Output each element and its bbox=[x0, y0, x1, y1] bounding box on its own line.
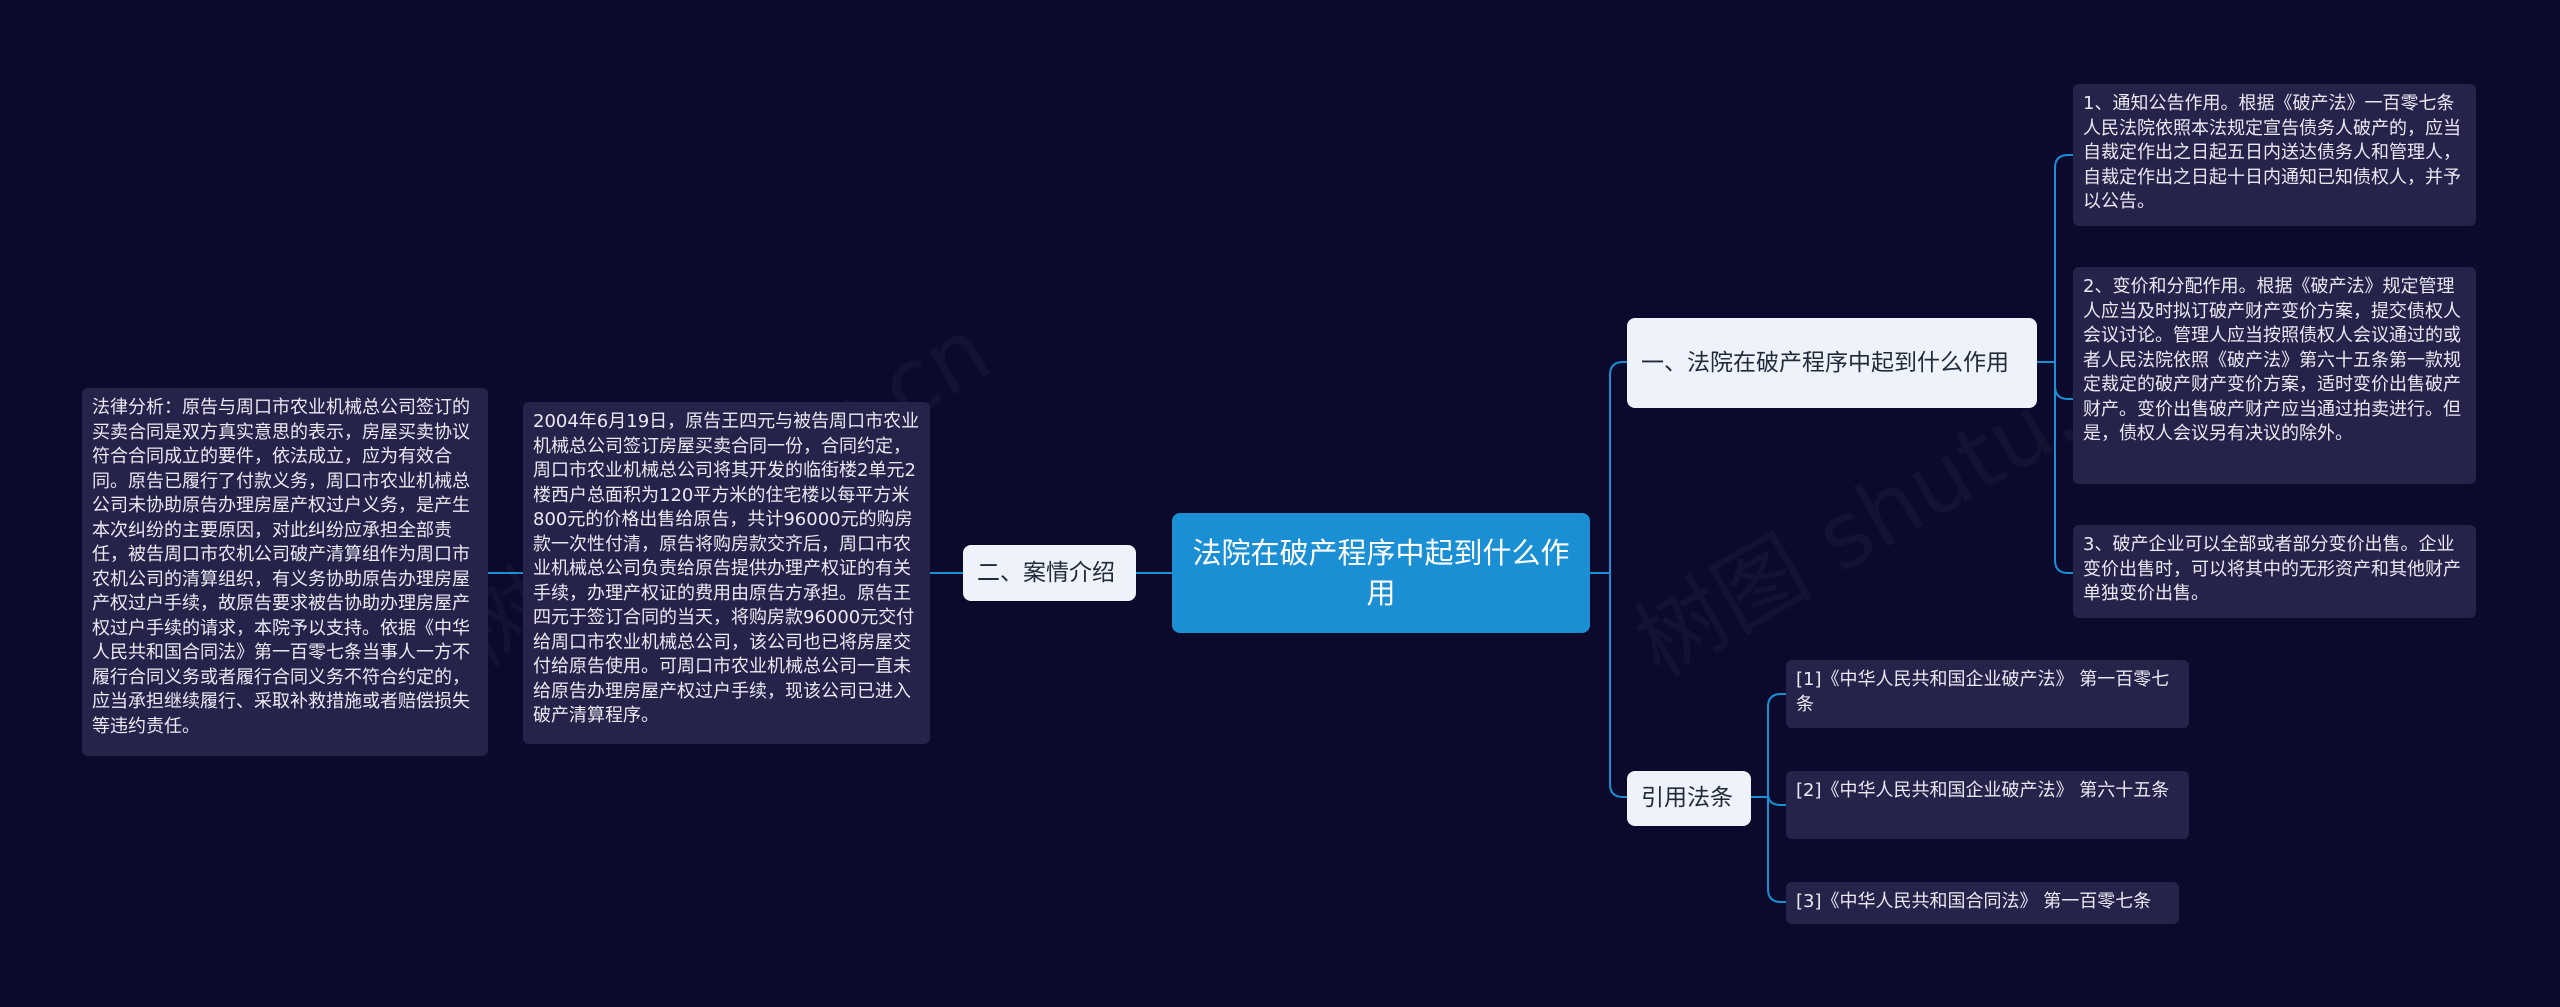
law-item-3[interactable]: [3]《中华人民共和国合同法》 第一百零七条 bbox=[1786, 882, 2179, 924]
case-detail[interactable]: 2004年6月19日，原告王四元与被告周口市农业机械总公司签订房屋买卖合同一份，… bbox=[523, 402, 930, 744]
law-item-1[interactable]: [1]《中华人民共和国企业破产法》 第一百零七条 bbox=[1786, 660, 2189, 728]
connector-laws-trunk bbox=[1767, 693, 1786, 903]
connector-court-role-trunk bbox=[2054, 154, 2073, 574]
branch-laws[interactable]: 引用法条 bbox=[1627, 771, 1751, 826]
law-item-2[interactable]: [2]《中华人民共和国企业破产法》 第六十五条 bbox=[1786, 771, 2189, 839]
branch-court-role[interactable]: 一、法院在破产程序中起到什么作用 bbox=[1627, 318, 2037, 408]
branch-case[interactable]: 二、案情介绍 bbox=[963, 545, 1136, 601]
court-role-item-2[interactable]: 2、变价和分配作用。根据《破产法》规定管理人应当及时拟订破产财产变价方案，提交债… bbox=[2073, 267, 2476, 484]
case-legal-analysis[interactable]: 法律分析：原告与周口市农业机械总公司签订的买卖合同是双方真实意思的表示，房屋买卖… bbox=[82, 388, 488, 756]
connector-right-trunk bbox=[1609, 361, 1627, 798]
court-role-item-1[interactable]: 1、通知公告作用。根据《破产法》一百零七条 人民法院依照本法规定宣告债务人破产的… bbox=[2073, 84, 2476, 226]
root-node[interactable]: 法院在破产程序中起到什么作用 bbox=[1172, 513, 1590, 633]
court-role-item-3[interactable]: 3、破产企业可以全部或者部分变价出售。企业变价出售时，可以将其中的无形资产和其他… bbox=[2073, 525, 2476, 618]
